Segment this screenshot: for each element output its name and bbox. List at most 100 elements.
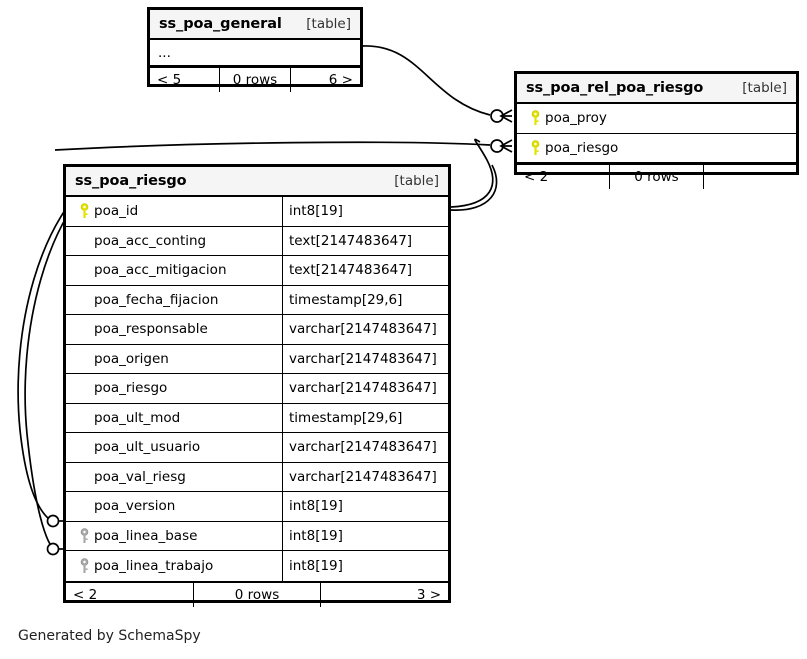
column-type-cell: int8[19]	[282, 521, 448, 550]
table-row[interactable]: poa_ult_usuario varchar[2147483647]	[66, 433, 448, 463]
column-name-cell: poa_acc_conting	[66, 227, 282, 256]
column-type: text[2147483647]	[289, 232, 413, 249]
table-kind-label: [table]	[742, 80, 787, 96]
footer-children-count[interactable]: 6 >	[289, 68, 360, 92]
table-row[interactable]: poa_riesgo varchar[2147483647]	[66, 374, 448, 404]
table-row[interactable]: poa_acc_conting text[2147483647]	[66, 226, 448, 256]
table-row[interactable]: poa_linea_base int8[19]	[66, 521, 448, 551]
table-footer: < 2 0 rows	[517, 163, 796, 189]
column-type-cell: timestamp[29,6]	[282, 285, 448, 314]
column-name: poa_riesgo	[94, 380, 168, 397]
column-type: varchar[2147483647]	[289, 468, 437, 485]
column-type: int8[19]	[289, 498, 343, 515]
footer-children-count[interactable]: 3 >	[320, 582, 448, 607]
column-type-cell: timestamp[29,6]	[282, 403, 448, 432]
footer-parents-count[interactable]: < 2	[524, 169, 549, 185]
column-name-cell: poa_proy	[517, 104, 796, 133]
column-name-cell: poa_version	[66, 492, 282, 521]
footer-row-count: 0 rows	[609, 165, 702, 189]
table-ss-poa-rel-poa-riesgo[interactable]: ss_poa_rel_poa_riesgo [table] poa_proy	[514, 71, 799, 189]
column-name-cell: poa_responsable	[66, 315, 282, 344]
table-kind-label: [table]	[394, 173, 439, 189]
table-row[interactable]: poa_id int8[19]	[66, 197, 448, 227]
column-name: poa_ult_usuario	[94, 439, 201, 456]
column-name: poa_origen	[94, 350, 169, 367]
column-type: varchar[2147483647]	[289, 350, 437, 367]
table-row[interactable]: poa_linea_trabajo int8[19]	[66, 551, 448, 581]
column-type-cell: int8[19]	[282, 492, 448, 521]
column-type: int8[19]	[289, 557, 343, 574]
table-row[interactable]: poa_proy	[517, 104, 796, 134]
table-row[interactable]: poa_origen varchar[2147483647]	[66, 344, 448, 374]
column-name-cell: poa_origen	[66, 345, 282, 374]
column-name: poa_acc_mitigacion	[94, 262, 227, 279]
column-name: poa_responsable	[94, 321, 208, 338]
table-header: ss_poa_riesgo [table]	[66, 167, 448, 197]
edge-poaid-loop-2	[450, 164, 498, 211]
footer-children-count	[702, 165, 796, 189]
column-type: int8[19]	[289, 527, 343, 544]
footer-row-count: 0 rows	[192, 582, 321, 607]
column-type: timestamp[29,6]	[289, 291, 403, 308]
table-row[interactable]: poa_acc_mitigacion text[2147483647]	[66, 256, 448, 286]
column-name-cell: poa_linea_base	[66, 522, 282, 551]
table-title: ss_poa_riesgo	[75, 173, 187, 189]
table-row[interactable]: poa_ult_mod timestamp[29,6]	[66, 403, 448, 433]
column-type: varchar[2147483647]	[289, 439, 437, 456]
table-row[interactable]: poa_responsable varchar[2147483647]	[66, 315, 448, 345]
column-type: varchar[2147483647]	[289, 380, 437, 397]
table-row[interactable]: poa_version int8[19]	[66, 492, 448, 522]
column-name: poa_acc_conting	[94, 232, 207, 249]
table-footer: < 5 0 rows 6 >	[150, 66, 360, 92]
column-type-cell: varchar[2147483647]	[282, 462, 448, 491]
column-name: poa_ult_mod	[94, 409, 181, 426]
column-name: poa_version	[94, 498, 176, 515]
footer-parents-count[interactable]: < 2	[73, 586, 98, 603]
column-name-cell: poa_linea_trabajo	[66, 551, 282, 581]
primary-key-icon	[525, 139, 545, 156]
column-name: poa_riesgo	[545, 139, 619, 156]
table-header: ss_poa_general [table]	[150, 10, 360, 40]
table-ss-poa-general[interactable]: ss_poa_general [table] ... < 5 0 rows 6 …	[147, 7, 363, 92]
edge-riesgo-to-poa-riesgo	[54, 141, 491, 151]
column-type-cell: text[2147483647]	[282, 256, 448, 285]
table-footer: < 2 0 rows 3 >	[66, 580, 448, 607]
foreign-key-icon	[74, 557, 94, 574]
column-type-cell: varchar[2147483647]	[282, 433, 448, 462]
edge-terminator-poa-riesgo	[490, 139, 513, 153]
column-name-cell: poa_riesgo	[66, 374, 282, 403]
column-type: text[2147483647]	[289, 262, 413, 279]
column-type: int8[19]	[289, 203, 343, 220]
column-name-cell: poa_riesgo	[517, 134, 796, 163]
table-row[interactable]: poa_val_riesg varchar[2147483647]	[66, 462, 448, 492]
footer-parents-count[interactable]: < 5	[157, 72, 182, 88]
column-type-cell: int8[19]	[282, 197, 448, 226]
table-title: ss_poa_rel_poa_riesgo	[526, 80, 704, 96]
column-type: varchar[2147483647]	[289, 321, 437, 338]
foreign-key-icon	[74, 527, 94, 544]
column-type: timestamp[29,6]	[289, 409, 403, 426]
column-type-cell: varchar[2147483647]	[282, 374, 448, 403]
column-name: poa_id	[94, 203, 139, 220]
table-header: ss_poa_rel_poa_riesgo [table]	[517, 74, 796, 104]
edge-terminator-poa-proy	[490, 109, 513, 123]
column-type-cell: varchar[2147483647]	[282, 344, 448, 373]
edge-poaid-loop	[450, 138, 494, 208]
column-list: poa_id int8[19] poa_acc_conting text[214748…	[66, 197, 448, 581]
table-row[interactable]: poa_fecha_fijacion timestamp[29,6]	[66, 285, 448, 315]
column-type-cell: int8[19]	[282, 551, 448, 581]
column-name-cell: poa_ult_mod	[66, 404, 282, 433]
collapsed-columns-row: ...	[150, 40, 360, 66]
primary-key-icon	[525, 110, 545, 126]
primary-key-icon	[74, 203, 94, 219]
footer-row-count: 0 rows	[219, 68, 289, 92]
column-name-cell: poa_fecha_fijacion	[66, 286, 282, 315]
diagram-caption: Generated by SchemaSpy	[18, 628, 201, 644]
column-name: poa_fecha_fijacion	[94, 291, 219, 308]
table-row[interactable]: poa_riesgo	[517, 134, 796, 163]
table-kind-label: [table]	[306, 16, 351, 32]
column-name-cell: poa_acc_mitigacion	[66, 256, 282, 285]
column-name: poa_val_riesg	[94, 468, 186, 485]
